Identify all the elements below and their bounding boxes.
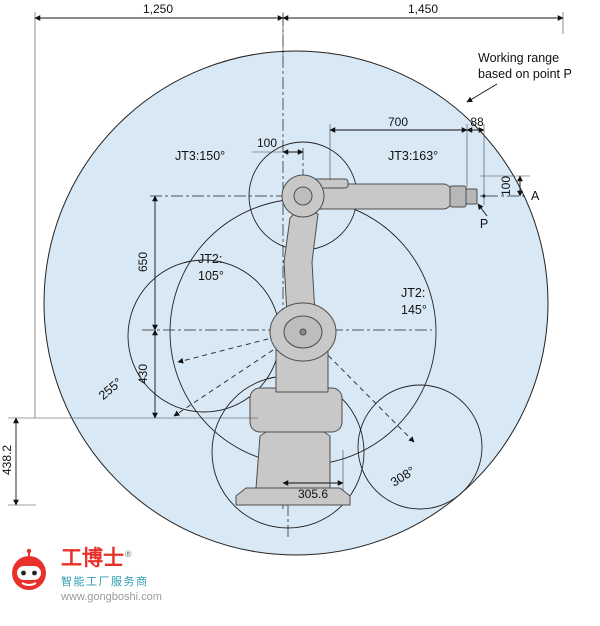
watermark: 工博士® 智能工厂服务商 www.gongboshi.com: [8, 547, 162, 604]
jt3-right-label: JT3:163°: [388, 149, 438, 163]
jt3-left-label: JT3:150°: [175, 149, 225, 163]
extension-lines: [8, 12, 564, 506]
jt2-left-label: JT2:: [198, 252, 222, 266]
working-range-title-line2: based on point P: [478, 67, 572, 81]
watermark-text: 工博士® 智能工厂服务商 www.gongboshi.com: [61, 547, 162, 604]
robot-base-plate: [235, 487, 351, 506]
dim-base-height: 438.2: [0, 445, 14, 475]
robot-turret: [255, 427, 331, 489]
working-range-title-line1: Working range: [478, 51, 559, 65]
dim-upper-arm-length: 650: [136, 252, 150, 272]
dim-top-right: 1,450: [408, 2, 438, 16]
robot-shoulder-axis: [299, 328, 307, 336]
section-a-label: A: [531, 189, 540, 203]
robot-elbow-hub: [293, 186, 313, 206]
robot-arm: [235, 174, 478, 506]
jt2-left-value: 105°: [198, 269, 224, 283]
registered-mark: ®: [125, 549, 132, 559]
dim-flange-offset: 88: [470, 115, 484, 129]
watermark-logo-icon: [8, 548, 54, 594]
watermark-tagline: 智能工厂服务商: [61, 576, 149, 589]
robot-wrist: [449, 185, 467, 208]
watermark-url: www.gongboshi.com: [61, 591, 162, 604]
working-range-leader: [466, 83, 498, 103]
dimension-lines: [13, 15, 564, 506]
dim-wrist-offset: 100: [257, 136, 277, 150]
dim-shoulder-height: 430: [136, 364, 150, 384]
dim-top-left: 1,250: [143, 2, 173, 16]
jt2-right-label: JT2:: [401, 286, 425, 300]
dim-arm-reach: 700: [388, 115, 408, 129]
watermark-brand: 工博士®: [61, 547, 132, 570]
dim-flange-height: 100: [499, 176, 513, 196]
robot-flange: [465, 188, 478, 205]
robot-swivel-housing: [249, 387, 343, 433]
point-p-label: P: [480, 217, 488, 231]
point-p-leader: [477, 203, 488, 217]
dim-min-reach: 305.6: [298, 487, 328, 501]
bottom-right-swing-circle: [357, 384, 483, 510]
jt2-right-value: 145°: [401, 303, 427, 317]
